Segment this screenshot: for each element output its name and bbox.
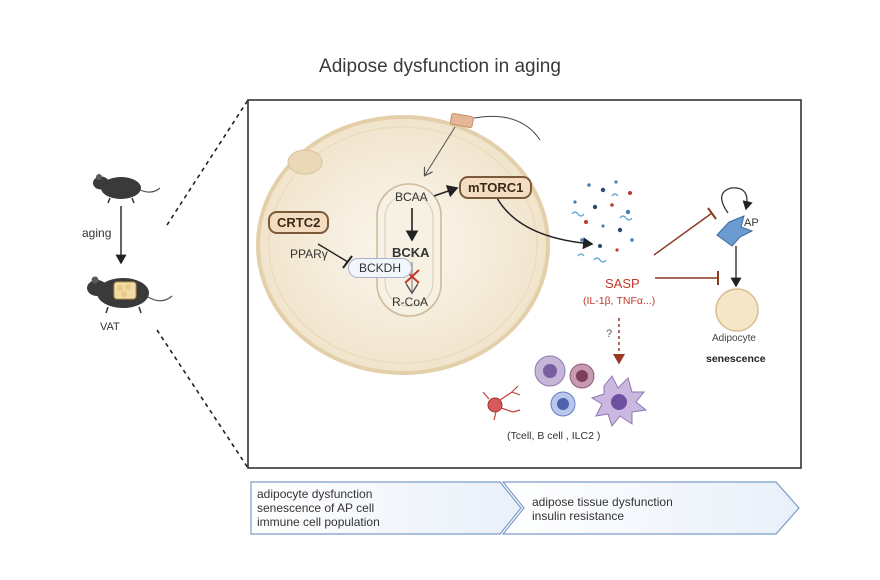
- summary-right-line: adipose tissue dysfunction: [532, 495, 673, 509]
- immune-cells: [482, 355, 648, 428]
- vat-label: VAT: [100, 321, 120, 333]
- mtorc1-to-sasp-arrow: [496, 197, 594, 250]
- mouse-young-icon: [93, 174, 161, 204]
- summary-left-line: immune cell population: [257, 515, 380, 529]
- aging-label: aging: [82, 226, 112, 240]
- summary-arrow-left: [250, 481, 522, 535]
- sasp-particles: [571, 180, 634, 263]
- adipocyte-label: Adipocyte: [712, 333, 756, 344]
- bcaa-label: BCAA: [395, 190, 428, 204]
- mtorc1-node: mTORC1: [459, 176, 533, 199]
- sasp-label: SASP: [605, 276, 640, 291]
- ap-label: AP: [744, 217, 759, 229]
- zoom-line-top: [166, 99, 249, 226]
- bcka-label: BCKA: [392, 245, 430, 260]
- summary-arrow-right: [501, 481, 800, 535]
- mitochondrion: [376, 183, 442, 317]
- summary-right-text: adipose tissue dysfunction insulin resis…: [532, 495, 673, 523]
- membrane-receptor-icon: [449, 112, 474, 129]
- uptake-arrow: [425, 126, 456, 175]
- bckdh-node: BCKDH: [348, 258, 413, 278]
- crtc2-node: CRTC2: [268, 211, 330, 234]
- nucleus: [287, 149, 323, 175]
- summary-left-text: adipocyte dysfunction senescence of AP c…: [257, 487, 380, 529]
- senescence-label: senescence: [706, 353, 766, 365]
- question-mark-label: ?: [606, 328, 613, 340]
- mouse-aged-icon: [87, 276, 173, 314]
- pparg-inhibition-line: [317, 243, 349, 263]
- small-adipocyte-icon: [715, 288, 759, 332]
- sasp-factors-label: (IL-1β, TNFα...): [583, 295, 656, 307]
- immune-cells-label: (Tcell, B cell , ILC2 ): [507, 430, 601, 442]
- zoom-line-bottom: [156, 329, 249, 469]
- ap-self-renewal-arrow: [721, 187, 753, 214]
- summary-left-line: adipocyte dysfunction: [257, 487, 373, 501]
- summary-right-line: insulin resistance: [532, 509, 625, 523]
- bcaa-to-mtorc1-arrow: [433, 185, 459, 198]
- sasp-to-ap-inhibition: [653, 212, 713, 256]
- diagram-title: Adipose dysfunction in aging: [319, 56, 561, 77]
- ap-cell-icon: [716, 215, 754, 247]
- summary-left-line: senescence of AP cell: [257, 501, 375, 515]
- pparg-label: PPARγ: [290, 247, 328, 261]
- rcoa-label: R-CoA: [392, 295, 429, 309]
